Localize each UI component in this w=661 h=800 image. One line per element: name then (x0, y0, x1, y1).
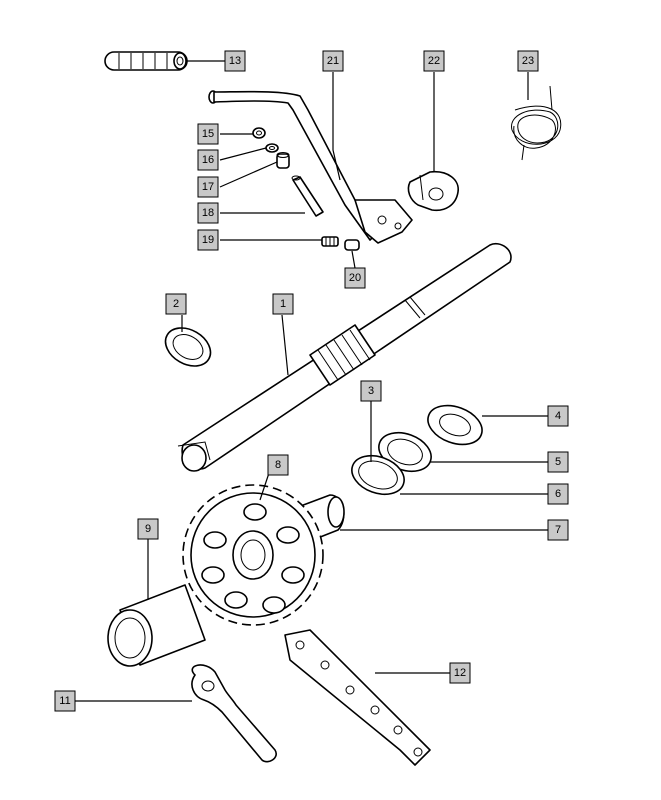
part-4-washer (427, 404, 483, 446)
callout-11: 11 (54, 690, 76, 712)
callout-2: 2 (165, 293, 187, 315)
callout-6: 6 (547, 483, 569, 505)
callout-1: 1 (272, 293, 294, 315)
part-9-drum (107, 584, 206, 667)
part-22-clamp (407, 170, 459, 212)
svg-text:4: 4 (555, 410, 561, 422)
callout-19: 19 (197, 229, 219, 251)
svg-text:5: 5 (555, 456, 561, 468)
part-12-chain (284, 629, 431, 766)
part-20-bolt (344, 239, 360, 251)
part-15-nut (252, 127, 266, 139)
callout-9: 9 (137, 518, 159, 540)
svg-text:12: 12 (454, 667, 466, 679)
svg-text:19: 19 (202, 234, 214, 246)
callout-5: 5 (547, 451, 569, 473)
svg-text:22: 22 (428, 55, 440, 67)
callout-18: 18 (197, 202, 219, 224)
part-2-ring (164, 327, 212, 367)
callout-7: 7 (547, 519, 569, 541)
part-1-shaft (177, 243, 512, 472)
svg-text:18: 18 (202, 207, 214, 219)
svg-text:17: 17 (202, 181, 214, 193)
part-16-washer (265, 143, 279, 153)
callout-22: 22 (423, 50, 445, 72)
svg-text:8: 8 (275, 459, 281, 471)
svg-text:6: 6 (555, 488, 561, 500)
leader-lines (75, 60, 548, 702)
svg-text:7: 7 (555, 524, 561, 536)
svg-text:1: 1 (280, 298, 286, 310)
svg-text:20: 20 (349, 272, 361, 284)
callout-21: 21 (322, 50, 344, 72)
part-8-sprocket (182, 484, 324, 626)
part-3-6-circlip (351, 454, 405, 496)
callout-4: 4 (547, 405, 569, 427)
svg-text:11: 11 (59, 695, 70, 707)
svg-text:3: 3 (368, 385, 374, 397)
svg-text:2: 2 (173, 298, 179, 310)
svg-text:15: 15 (202, 128, 214, 140)
svg-text:13: 13 (229, 55, 241, 67)
callout-16: 16 (197, 149, 219, 171)
part-18-pin (291, 175, 324, 217)
callout-8: 8 (267, 454, 289, 476)
callout-23: 23 (517, 50, 539, 72)
svg-text:21: 21 (327, 55, 339, 67)
svg-text:16: 16 (202, 154, 214, 166)
callout-13: 13 (224, 50, 246, 72)
part-17-bushing (276, 152, 290, 169)
svg-text:23: 23 (522, 55, 534, 67)
callout-20: 20 (344, 267, 366, 289)
callout-3: 3 (360, 380, 382, 402)
callout-15: 15 (197, 123, 219, 145)
svg-text:9: 9 (145, 523, 151, 535)
callout-12: 12 (449, 662, 471, 684)
callout-17: 17 (197, 176, 219, 198)
part-13-grip (104, 51, 188, 71)
part-21-kick-lever (208, 90, 413, 244)
part-19-screw (321, 236, 339, 247)
part-11-wrench (191, 664, 277, 763)
part-23-spring (511, 85, 562, 161)
